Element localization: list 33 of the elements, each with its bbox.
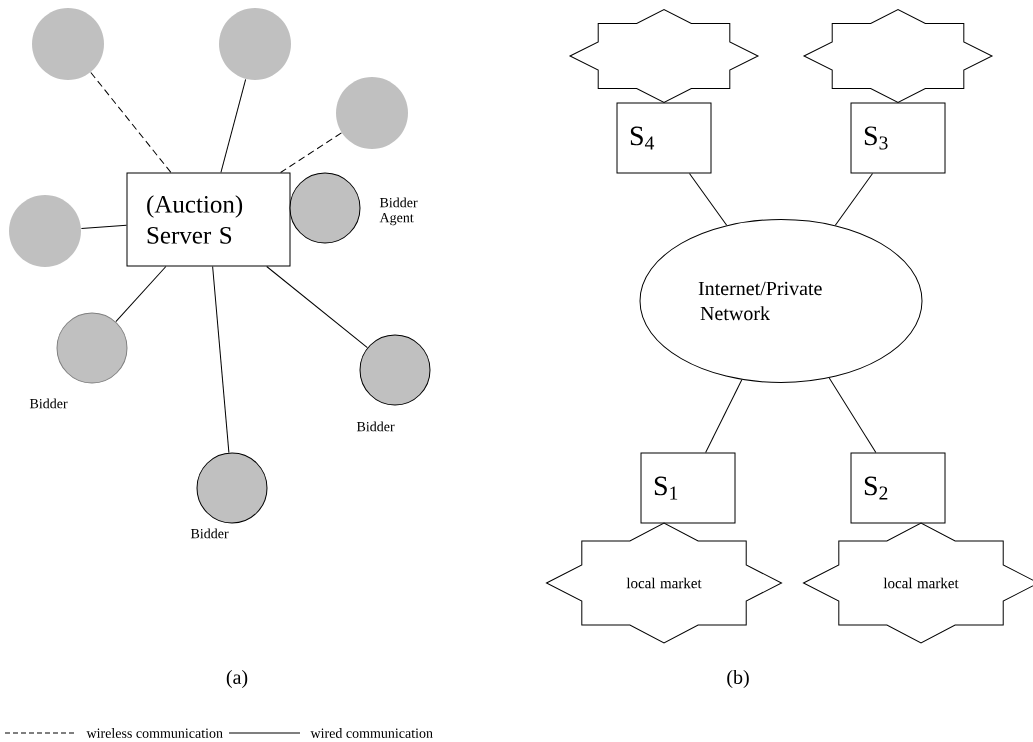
server-box: S$_{2}$ (850, 452, 946, 524)
connector-line (266, 266, 368, 349)
connector-line (834, 173, 874, 226)
node-label: Bidder (29, 398, 68, 409)
server-box: (Auction) Server S (126, 172, 291, 267)
node-label: Bidder (356, 421, 395, 432)
connector-line (80, 224, 127, 229)
node-label: local market (883, 577, 959, 589)
device-circle (32, 8, 104, 80)
server-box: S$_{4}$ (616, 102, 712, 174)
bidder-circle (359, 334, 431, 406)
panel-label: (a) (226, 669, 248, 689)
connector-line (828, 377, 877, 453)
legend-label: wireless communication (86, 728, 223, 738)
bidder-circle (196, 452, 268, 524)
server-box: S$_{1}$ (640, 452, 736, 524)
node-label: Bidder Agent (379, 197, 418, 226)
connector-line (90, 72, 172, 173)
connector-line (212, 266, 230, 454)
node-label: Bidder (190, 528, 229, 539)
bidder-circle (289, 172, 361, 244)
connector-line (705, 379, 743, 453)
server-box: S$_{3}$ (850, 102, 946, 174)
connector-line (280, 132, 342, 173)
device-circle (219, 8, 291, 80)
bidder-circle (56, 312, 128, 384)
legend-label: wired communication (310, 728, 433, 738)
panel-label: (b) (727, 669, 749, 689)
device-circle (9, 195, 81, 267)
connector-line (115, 266, 167, 323)
connector-line (688, 173, 728, 226)
device-circle (336, 77, 408, 149)
connector-line (220, 78, 247, 173)
